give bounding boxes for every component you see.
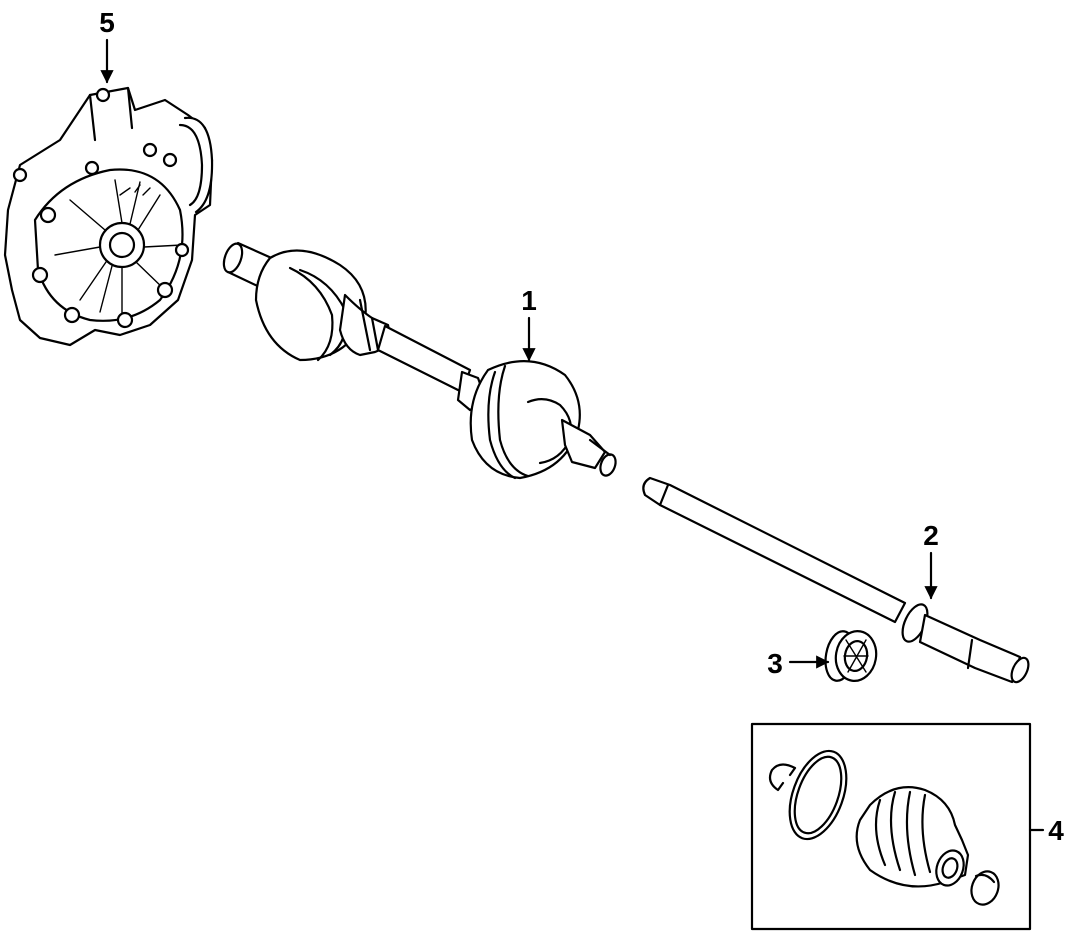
- callout-2: 2: [923, 520, 939, 551]
- callout-1: 1: [521, 285, 537, 316]
- cv-axle-assembly: [222, 241, 617, 480]
- callout-5: 5: [99, 7, 115, 38]
- differential-housing: [3, 86, 214, 347]
- boot-kit-box: [750, 722, 1032, 931]
- callout-4: 4: [1048, 815, 1064, 846]
- bearing: [824, 630, 878, 682]
- boot-kit: [750, 722, 1032, 931]
- intermediate-shaft: [642, 476, 1030, 684]
- callout-leaders: [100, 38, 1045, 832]
- callout-3: 3: [767, 648, 783, 679]
